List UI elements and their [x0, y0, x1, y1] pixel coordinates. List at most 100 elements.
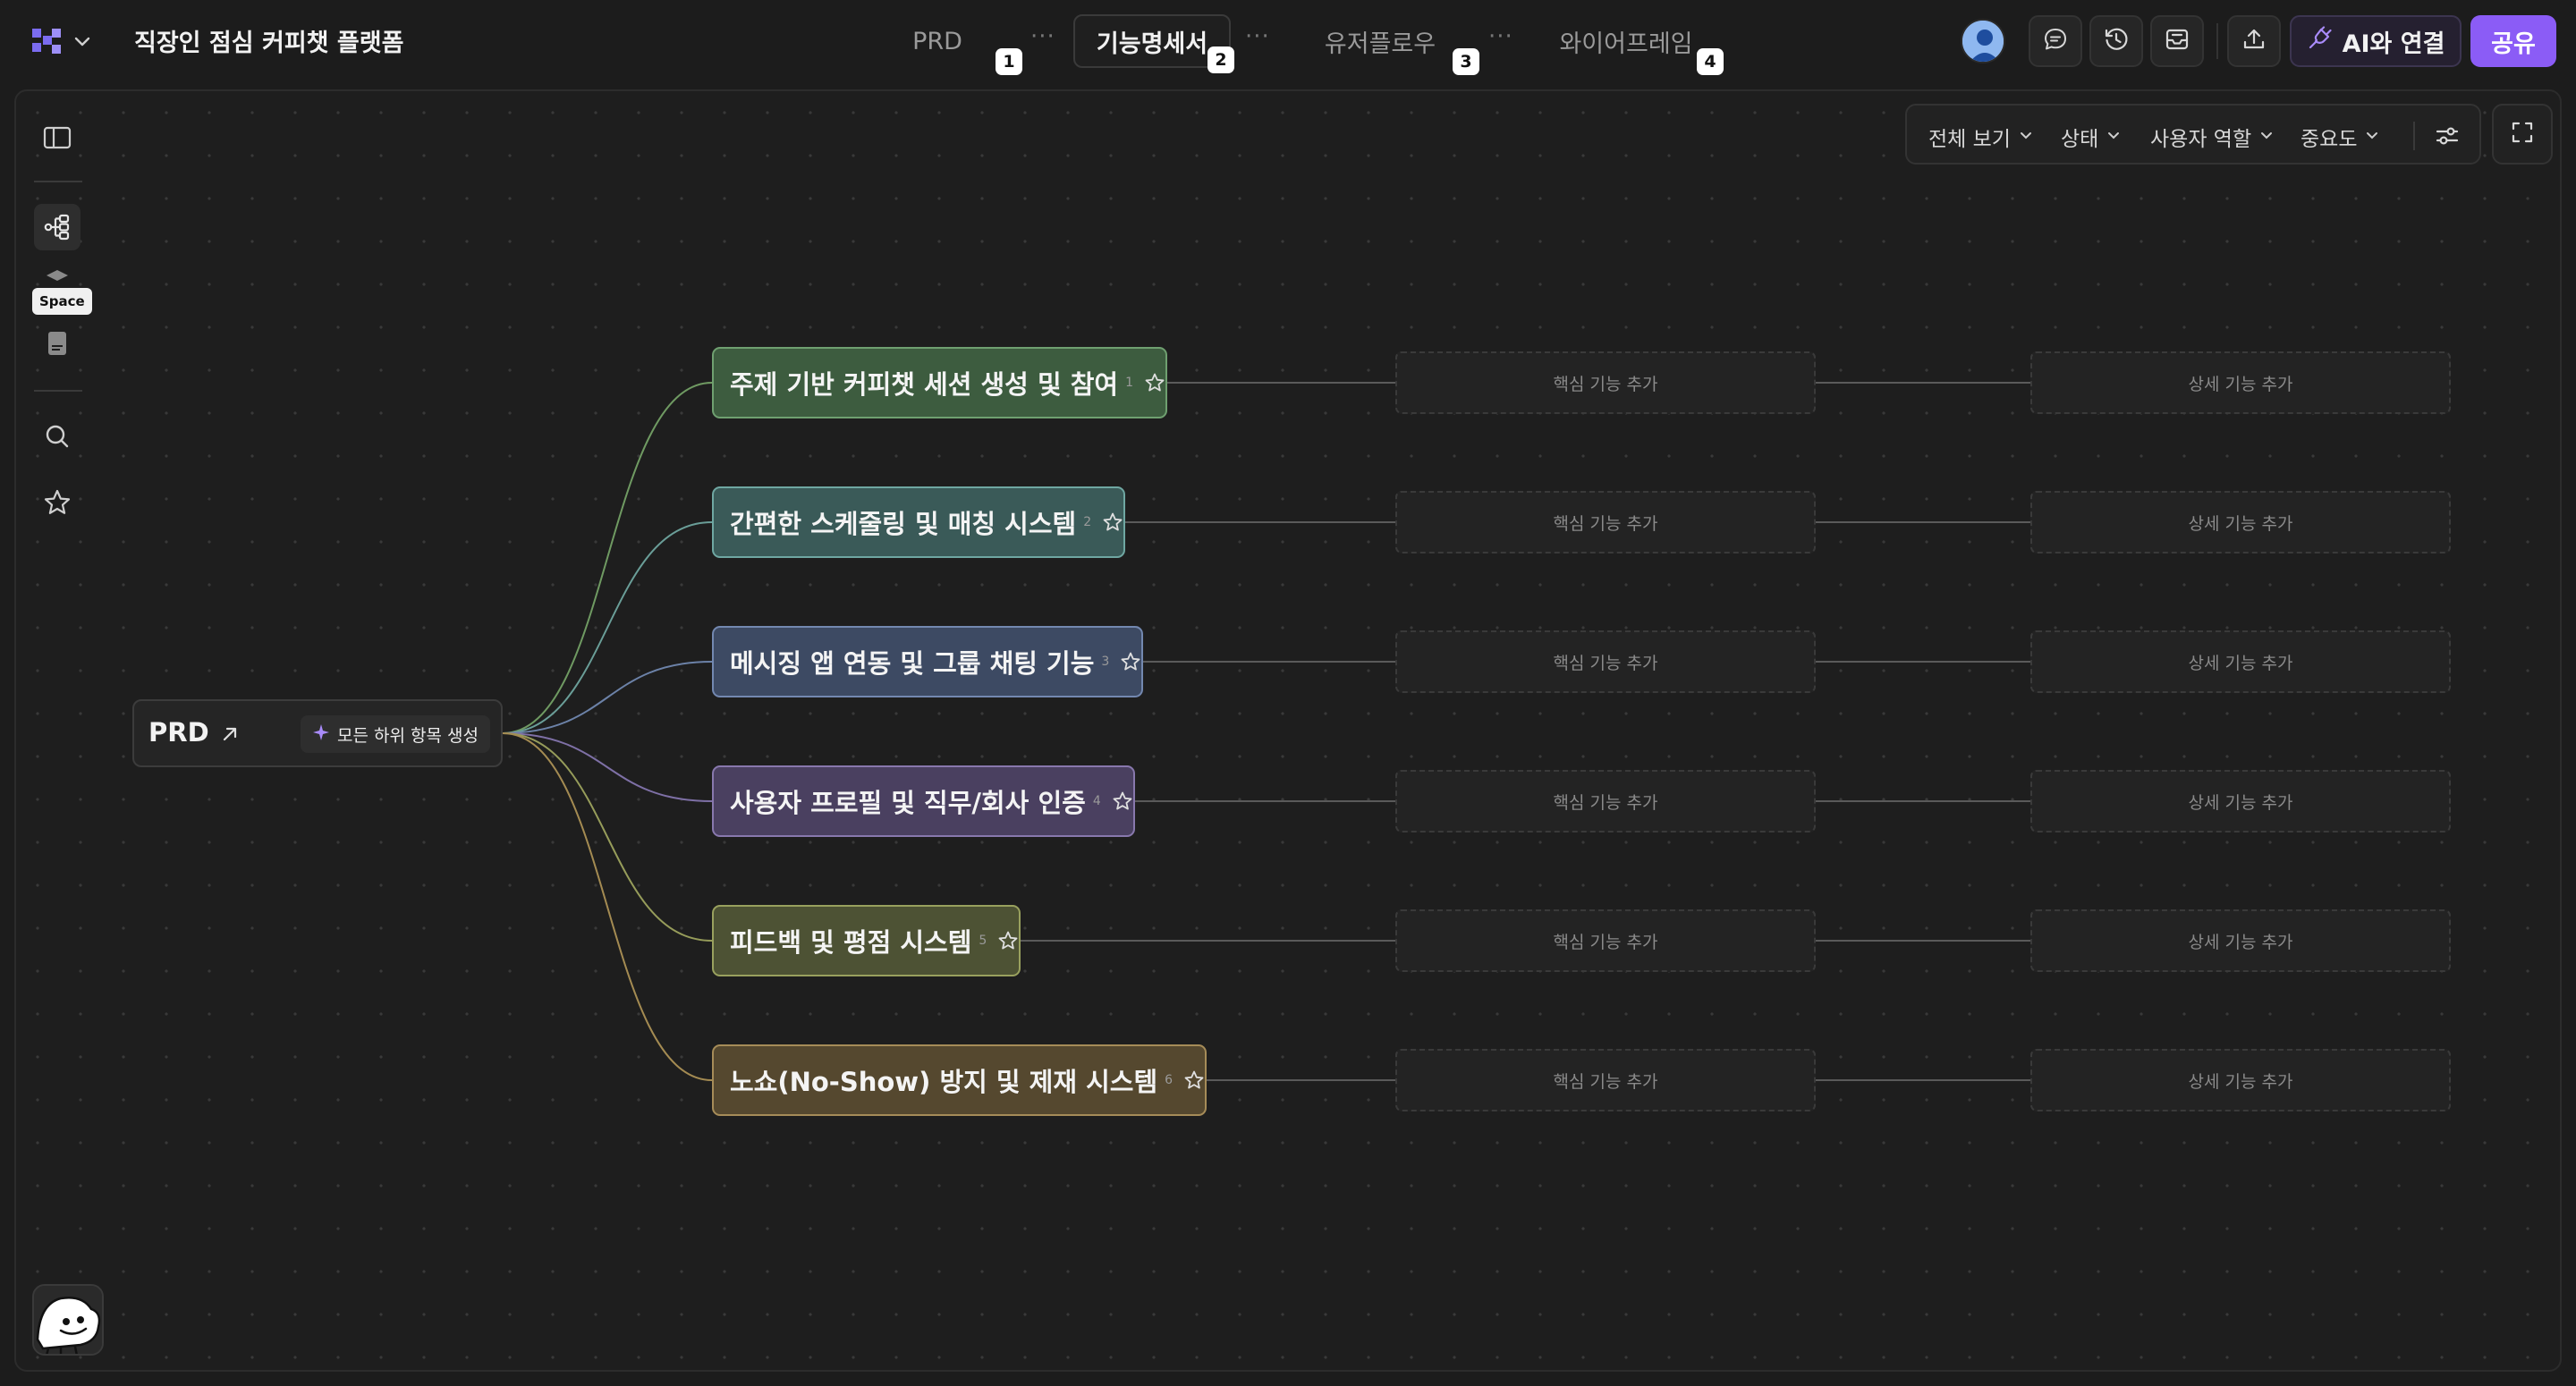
- tab-number-badge: 4: [1697, 48, 1724, 75]
- tab-feature-spec[interactable]: 기능명세서: [1073, 14, 1231, 68]
- connector-root-to-feature: [502, 732, 713, 1081]
- add-core-feature-node[interactable]: 핵심 기능 추가: [1395, 909, 1816, 972]
- star-icon[interactable]: [1120, 651, 1141, 672]
- feature-node[interactable]: 피드백 및 평점 시스템 5: [712, 905, 1021, 976]
- sparkle-icon: [312, 723, 330, 746]
- ai-connect-label: AI와 연결: [2342, 30, 2445, 58]
- feature-node-label: 피드백 및 평점 시스템: [730, 927, 972, 958]
- toolbar-divider: [34, 181, 82, 182]
- feature-node-index: 3: [1101, 655, 1110, 669]
- toolbar-divider: [2216, 23, 2218, 59]
- comment-button[interactable]: [2029, 15, 2082, 67]
- plug-icon: [2307, 25, 2332, 57]
- filter-settings-icon[interactable]: [2429, 118, 2465, 154]
- history-button[interactable]: [2089, 15, 2143, 67]
- generate-all-children-button[interactable]: 모든 하위 항목 생성: [301, 715, 490, 753]
- connector-root-to-feature: [502, 521, 713, 734]
- root-node-prd[interactable]: PRD 모든 하위 항목 생성: [132, 699, 503, 767]
- tab-number-badge: 2: [1208, 46, 1234, 73]
- comment-icon: [2042, 26, 2069, 56]
- search-icon[interactable]: [39, 418, 75, 454]
- add-core-feature-node[interactable]: 핵심 기능 추가: [1395, 351, 1816, 414]
- star-icon[interactable]: [997, 930, 1019, 951]
- mindmap-canvas[interactable]: Space 전체 보기 상: [14, 89, 2562, 1372]
- filter-label: 중요도: [2301, 128, 2358, 151]
- left-toolbar: Space: [16, 91, 104, 1370]
- filter-role-dropdown[interactable]: 사용자 역할: [2150, 122, 2275, 152]
- tree-view-icon[interactable]: [34, 204, 80, 250]
- feature-node-label: 노쇼(No-Show) 방지 및 제재 시스템: [730, 1067, 1158, 1097]
- filter-priority-dropdown[interactable]: 중요도: [2301, 122, 2380, 152]
- feature-node-index: 6: [1165, 1073, 1174, 1087]
- add-detail-feature-node[interactable]: 상세 기능 추가: [2030, 351, 2451, 414]
- chevron-down-icon: [2364, 125, 2380, 148]
- share-button[interactable]: 공유: [2470, 15, 2556, 67]
- filter-label: 상태: [2061, 128, 2099, 151]
- add-core-feature-node[interactable]: 핵심 기능 추가: [1395, 1049, 1816, 1111]
- feature-node[interactable]: 메시징 앱 연동 및 그룹 채팅 기능 3: [712, 626, 1144, 697]
- connector-root-to-feature: [502, 661, 713, 734]
- add-core-feature-node[interactable]: 핵심 기능 추가: [1395, 630, 1816, 693]
- assistant-mascot[interactable]: [32, 1284, 104, 1356]
- root-node-label: PRD: [148, 717, 209, 748]
- tab-wireframe[interactable]: 와이어프레임: [1559, 30, 1693, 58]
- star-icon[interactable]: [39, 485, 75, 520]
- feature-node-index: 1: [1125, 376, 1134, 390]
- history-icon: [2103, 26, 2130, 56]
- chevron-down-icon[interactable]: [72, 30, 93, 52]
- chevron-down-icon: [2258, 125, 2275, 148]
- star-icon[interactable]: [1183, 1069, 1205, 1091]
- tab-prd[interactable]: PRD: [912, 27, 962, 55]
- tab-number-badge: 3: [1453, 48, 1479, 75]
- tab-more-icon[interactable]: ···: [1030, 23, 1055, 50]
- user-avatar[interactable]: [1961, 19, 2005, 63]
- feature-node-label: 주제 기반 커피챗 세션 생성 및 참여: [730, 369, 1119, 400]
- feature-node[interactable]: 사용자 프로필 및 직무/회사 인증 4: [712, 765, 1135, 837]
- chevron-down-icon: [2018, 125, 2034, 148]
- project-title[interactable]: 직장인 점심 커피챗 플랫폼: [134, 30, 404, 57]
- feature-node-index: 5: [979, 934, 987, 948]
- star-icon[interactable]: [1102, 511, 1123, 533]
- tab-user-flow[interactable]: 유저플로우: [1324, 30, 1436, 58]
- upload-icon: [2241, 26, 2267, 56]
- node-connectors: [502, 382, 2030, 1081]
- generate-all-children-label: 모든 하위 항목 생성: [337, 725, 479, 746]
- feature-node-index: 4: [1092, 794, 1101, 808]
- star-icon[interactable]: [1144, 372, 1165, 393]
- feature-node[interactable]: 주제 기반 커피챗 세션 생성 및 참여 1: [712, 347, 1168, 418]
- filter-label: 사용자 역할: [2150, 128, 2252, 151]
- feature-node[interactable]: 간편한 스케줄링 및 매칭 시스템 2: [712, 486, 1126, 558]
- document-icon[interactable]: [39, 325, 75, 361]
- star-icon[interactable]: [1112, 790, 1133, 812]
- feature-node-label: 메시징 앱 연동 및 그룹 채팅 기능: [730, 648, 1095, 679]
- feature-node-label: 간편한 스케줄링 및 매칭 시스템: [730, 509, 1077, 539]
- feature-node[interactable]: 노쇼(No-Show) 방지 및 제재 시스템 6: [712, 1044, 1208, 1116]
- ai-connect-button[interactable]: AI와 연결: [2290, 15, 2462, 67]
- connector-root-to-feature: [502, 732, 713, 802]
- filter-label: 전체 보기: [1928, 128, 2011, 151]
- filter-status-dropdown[interactable]: 상태: [2061, 122, 2122, 152]
- open-link-icon[interactable]: [218, 723, 242, 746]
- fullscreen-button[interactable]: [2492, 104, 2553, 165]
- inbox-button[interactable]: [2150, 15, 2204, 67]
- feature-node-index: 2: [1083, 515, 1092, 529]
- connector-root-to-feature: [502, 382, 713, 734]
- expand-icon: [2510, 120, 2535, 148]
- add-detail-feature-node[interactable]: 상세 기능 추가: [2030, 770, 2451, 832]
- filter-view-dropdown[interactable]: 전체 보기: [1928, 122, 2034, 152]
- filter-toolbar: 전체 보기 상태 사용자 역할 중요도: [1905, 104, 2481, 165]
- app-logo-icon[interactable]: [30, 25, 63, 57]
- tab-more-icon[interactable]: ···: [1488, 23, 1513, 50]
- export-button[interactable]: [2227, 15, 2281, 67]
- sidebar-toggle-icon[interactable]: [39, 120, 75, 156]
- add-detail-feature-node[interactable]: 상세 기능 추가: [2030, 1049, 2451, 1111]
- tab-more-icon[interactable]: ···: [1245, 23, 1270, 50]
- add-detail-feature-node[interactable]: 상세 기능 추가: [2030, 909, 2451, 972]
- add-detail-feature-node[interactable]: 상세 기능 추가: [2030, 630, 2451, 693]
- add-core-feature-node[interactable]: 핵심 기능 추가: [1395, 491, 1816, 554]
- inbox-icon: [2164, 26, 2190, 56]
- add-core-feature-node[interactable]: 핵심 기능 추가: [1395, 770, 1816, 832]
- connector-root-to-feature: [502, 732, 713, 942]
- layers-icon[interactable]: [39, 266, 75, 288]
- add-detail-feature-node[interactable]: 상세 기능 추가: [2030, 491, 2451, 554]
